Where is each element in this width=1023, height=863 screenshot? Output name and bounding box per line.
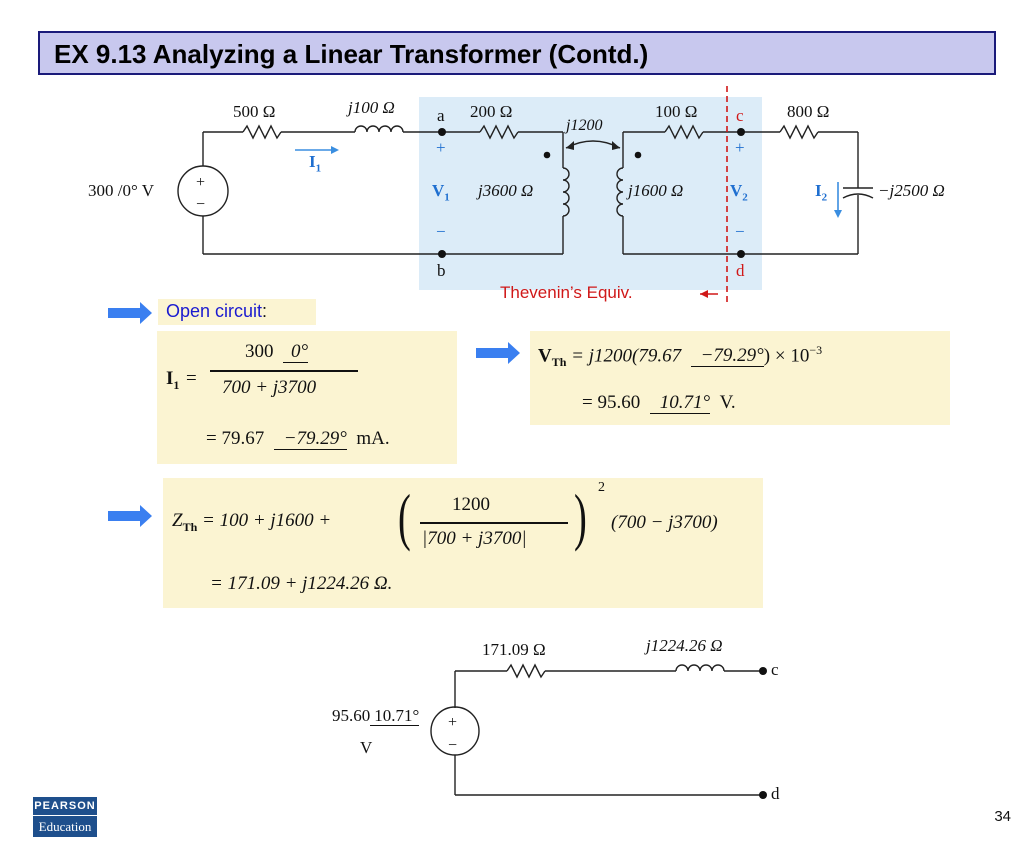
title-bar: EX 9.13 Analyzing a Linear Transformer (… bbox=[38, 31, 996, 75]
resistor-800 bbox=[779, 124, 819, 140]
arrow-icon-open-circuit bbox=[108, 302, 152, 324]
th-resistor-label: 171.09 Ω bbox=[482, 640, 546, 659]
node-b-dot bbox=[438, 250, 446, 258]
node-c-label: c bbox=[736, 106, 744, 125]
thevenin-equiv-label: Thevenin’s Equiv. bbox=[500, 283, 633, 302]
r1-label: 500 Ω bbox=[233, 102, 276, 121]
resistor-100 bbox=[664, 124, 704, 140]
arrow-icon-vth bbox=[476, 342, 520, 364]
v1-label: V1 bbox=[432, 181, 450, 204]
zth-equation-highlight bbox=[163, 478, 763, 608]
node-b-label: b bbox=[437, 261, 446, 280]
th-source-plus: + bbox=[448, 714, 457, 731]
v2-label: V2 bbox=[730, 181, 748, 204]
secondary-inductor-label: j1600 Ω bbox=[628, 181, 684, 200]
th-node-c-label: c bbox=[771, 660, 779, 679]
open-circuit-label: Open circuit: bbox=[166, 301, 268, 321]
resistor-500 bbox=[242, 124, 282, 140]
i2-label: I2 bbox=[815, 181, 828, 204]
inductor-secondary bbox=[616, 167, 624, 217]
i1-label: I1 bbox=[309, 152, 322, 175]
inductor-primary bbox=[562, 167, 570, 217]
open-circuit-highlight bbox=[158, 299, 316, 325]
v1-plus: + bbox=[436, 138, 446, 157]
th-source-minus: − bbox=[448, 737, 457, 754]
r4-label: 800 Ω bbox=[787, 102, 830, 121]
l1-label: j100 Ω bbox=[348, 98, 395, 117]
node-a-label: a bbox=[437, 106, 445, 125]
th-inductor-label: j1224.26 Ω bbox=[646, 636, 723, 655]
node-c-dot bbox=[737, 128, 745, 136]
r3-label: 100 Ω bbox=[655, 102, 698, 121]
slide-number: 34 bbox=[994, 808, 1011, 825]
r2-label: 200 Ω bbox=[470, 102, 513, 121]
pearson-logo: PEARSON Education bbox=[33, 797, 97, 837]
v1-minus: − bbox=[436, 222, 446, 241]
inductor-j100 bbox=[354, 125, 404, 133]
source-minus: − bbox=[196, 196, 205, 213]
transformer-region bbox=[419, 97, 762, 290]
source-plus: + bbox=[196, 174, 205, 191]
slide-title: EX 9.13 Analyzing a Linear Transformer (… bbox=[54, 39, 649, 69]
node-d-label: d bbox=[736, 261, 745, 280]
node-a-dot bbox=[438, 128, 446, 136]
capacitor-label: −j2500 Ω bbox=[878, 181, 945, 200]
dot-primary bbox=[543, 151, 551, 159]
i1-equation-highlight bbox=[157, 331, 457, 464]
mutual-arrow bbox=[565, 140, 621, 149]
node-d-dot bbox=[737, 250, 745, 258]
primary-inductor-label: j3600 Ω bbox=[478, 181, 534, 200]
th-source-unit: V bbox=[360, 738, 373, 757]
mutual-label: j1200 bbox=[566, 117, 603, 134]
v2-plus: + bbox=[735, 138, 745, 157]
arrow-icons bbox=[108, 302, 520, 527]
source-label: 300 /0° V bbox=[88, 181, 154, 200]
vth-equation-highlight bbox=[530, 331, 950, 425]
resistor-200 bbox=[479, 124, 519, 140]
thevenin-circuit bbox=[430, 663, 763, 796]
v2-minus: − bbox=[735, 222, 745, 241]
dot-secondary bbox=[634, 151, 642, 159]
th-node-d-label: d bbox=[771, 784, 780, 803]
arrow-icon-zth bbox=[108, 505, 152, 527]
